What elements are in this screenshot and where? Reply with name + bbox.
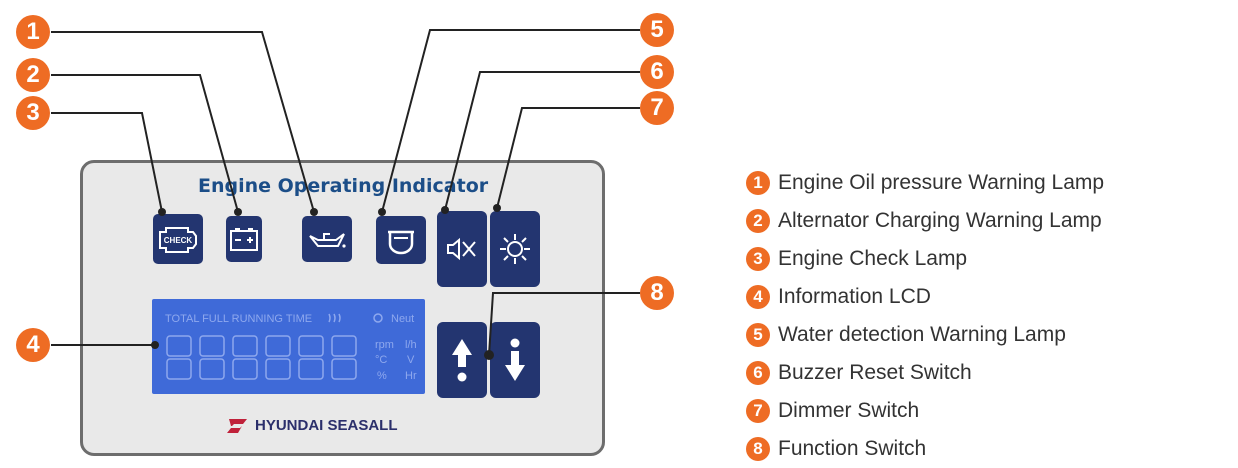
lcd-unit: l/h [405, 339, 417, 351]
leader-line-2 [51, 74, 239, 213]
callout-6: 6 [640, 55, 674, 89]
gear-status-icon [373, 313, 383, 323]
water-detection-icon [388, 230, 414, 255]
lcd-digit [166, 335, 192, 380]
legend-label: Alternator Charging Warning Lamp [778, 209, 1102, 232]
legend-item: 7 Dimmer Switch [746, 392, 1104, 430]
function-up-button[interactable] [437, 322, 487, 398]
legend-label: Engine Check Lamp [778, 247, 968, 270]
arrow-down-icon [505, 338, 525, 381]
battery-icon [230, 228, 258, 251]
lcd-total-label: TOTAL FULL RUNNING TIME [165, 313, 313, 325]
mute-speaker-icon [447, 237, 476, 261]
lcd-digit [298, 335, 324, 380]
buzzer-reset-button[interactable] [437, 211, 487, 287]
function-down-button[interactable] [490, 322, 540, 398]
water-detection-lamp [376, 216, 426, 264]
lcd-unit: °C [375, 354, 388, 366]
callout-4: 4 [16, 328, 50, 362]
brand-name: HYUNDAI SEASALL [255, 417, 398, 434]
callout-8: 8 [640, 276, 674, 310]
leader-dot-2 [234, 208, 242, 216]
legend-label: Information LCD [778, 285, 931, 308]
legend-label: Buzzer Reset Switch [778, 361, 972, 384]
oil-pressure-lamp [302, 216, 352, 262]
legend-item: 5 Water detection Warning Lamp [746, 316, 1104, 354]
leader-dot-6 [441, 206, 449, 214]
legend-item: 2 Alternator Charging Warning Lamp [746, 202, 1104, 240]
legend-item: 8 Function Switch [746, 430, 1104, 468]
leader-line-6 [444, 71, 640, 211]
engine-check-lamp: CHECK [153, 214, 203, 264]
callout-2: 2 [16, 58, 50, 92]
leader-line-8 [488, 292, 640, 356]
panel-title: Engine Operating Indicator [198, 175, 489, 197]
callout-5: 5 [640, 13, 674, 47]
leader-line-1 [51, 31, 315, 213]
legend-number: 7 [746, 399, 770, 423]
leader-dot-1 [310, 208, 318, 216]
lcd-unit: % [377, 370, 387, 382]
oil-can-icon [309, 233, 346, 248]
lcd-unit: V [407, 354, 415, 366]
leader-line-7 [496, 107, 640, 209]
lcd-digit [199, 335, 225, 380]
seven-segment-digits [166, 335, 357, 380]
legend: 1 Engine Oil pressure Warning Lamp 2 Alt… [746, 164, 1104, 468]
legend-number: 3 [746, 247, 770, 271]
brand-mark-icon [227, 418, 247, 433]
callout-3: 3 [16, 96, 50, 130]
leader-dot-4 [151, 341, 159, 349]
leader-line-3 [51, 112, 163, 213]
legend-label: Engine Oil pressure Warning Lamp [778, 171, 1105, 194]
alternator-lamp [226, 216, 262, 262]
sun-icon [500, 234, 530, 264]
legend-item: 6 Buzzer Reset Switch [746, 354, 1104, 392]
legend-number: 5 [746, 323, 770, 347]
leader-dot-8 [484, 350, 494, 360]
legend-label: Function Switch [778, 437, 927, 460]
legend-number: 6 [746, 361, 770, 385]
lcd-digit [331, 335, 357, 380]
leader-dot-5 [378, 208, 386, 216]
lcd-neut-label: Neut [391, 313, 415, 325]
lcd-digit [232, 335, 258, 380]
legend-label: Dimmer Switch [778, 399, 920, 422]
legend-label: Water detection Warning Lamp [778, 323, 1066, 346]
leader-dot-3 [158, 208, 166, 216]
legend-number: 8 [746, 437, 770, 461]
brand-logo: HYUNDAI SEASALL [225, 417, 398, 434]
legend-number: 2 [746, 209, 770, 233]
arrow-up-icon [452, 339, 472, 382]
legend-number: 4 [746, 285, 770, 309]
engine-check-icon: CHECK [159, 227, 197, 253]
legend-item: 1 Engine Oil pressure Warning Lamp [746, 164, 1104, 202]
lcd-unit: rpm [375, 339, 394, 351]
check-text: CHECK [164, 236, 193, 245]
legend-item: 3 Engine Check Lamp [746, 240, 1104, 278]
lcd-unit: Hr [405, 370, 417, 382]
heater-icon [328, 313, 341, 323]
leader-dot-7 [493, 204, 501, 212]
callout-1: 1 [16, 15, 50, 49]
legend-item: 4 Information LCD [746, 278, 1104, 316]
dimmer-button[interactable] [490, 211, 540, 287]
legend-number: 1 [746, 171, 770, 195]
callout-7: 7 [640, 91, 674, 125]
leader-line-5 [381, 29, 640, 213]
lcd-digit [265, 335, 291, 380]
